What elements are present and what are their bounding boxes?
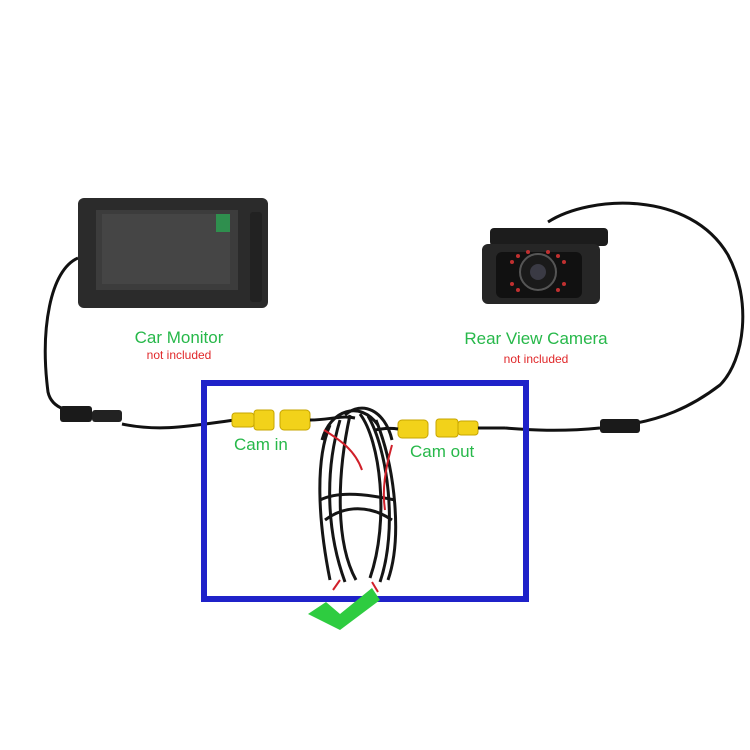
camera-connector <box>600 419 640 433</box>
cam-out-label: Cam out <box>410 442 475 461</box>
monitor-connector <box>60 406 92 422</box>
cam-in-label: Cam in <box>234 435 288 454</box>
car-monitor <box>78 198 268 308</box>
camera-title: Rear View Camera <box>464 329 608 348</box>
check-mark-icon <box>308 588 380 630</box>
monitor-note: not included <box>146 348 212 362</box>
rear-view-camera <box>482 228 608 304</box>
cam-out-connector <box>397 418 479 439</box>
camera-cable <box>547 201 745 427</box>
monitor-title: Car Monitor <box>134 328 224 347</box>
cam-in-connector <box>231 409 311 431</box>
camera-note: not included <box>503 352 569 366</box>
